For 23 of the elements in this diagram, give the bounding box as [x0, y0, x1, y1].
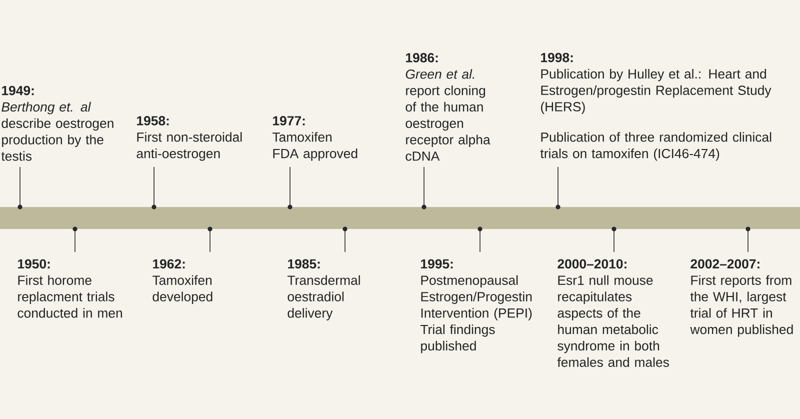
event-description: Tamoxifen developed [152, 275, 212, 304]
year-label: 1962: [153, 259, 185, 269]
year-label: 1985: [288, 259, 320, 269]
year-label: 1986: [406, 53, 438, 62]
year-label: 1958: [137, 116, 169, 126]
year-label: 1949: [2, 86, 34, 96]
event-description: First non-steroidal anti-oestrogen [136, 132, 242, 161]
year-label: 1950: [18, 259, 50, 269]
year-label: 2002–2007: [690, 259, 760, 269]
event-description: Publication by Hulley et al.: Heart and Estrogen/progestin Replacement Study (HERS) [541, 68, 772, 114]
event-description: First reports from the WHI, largest trial of HRT in women published [690, 275, 793, 337]
year-label: 1998: [541, 52, 573, 62]
event-description: Tamoxifen FDA approved [272, 132, 358, 161]
event-description: Publication of three randomized clinical trials on tamoxifen (ICI46-474) [540, 132, 772, 161]
event-description: Green et al. report cloning of the human oestrogen receptor alpha cDNA [406, 69, 490, 161]
year-label: 1995: [421, 259, 453, 269]
event-description: Berthong et. al describe oestrogen production by the testis [1, 102, 114, 161]
event-description: Transdermal oestradiol delivery [288, 275, 360, 320]
event-description: First horome replacment trials conducted in men [18, 275, 122, 318]
year-label: 2000–2010: [558, 259, 626, 269]
event-description: Postmenopausal Estrogen/Progestin Intervention (PEPI) Trial findings published [420, 275, 532, 354]
year-label: 1977: [273, 116, 305, 126]
event-description: Esr1 null mouse recapitulates aspects of the human metabolic syndrome in both females and males [557, 275, 669, 367]
